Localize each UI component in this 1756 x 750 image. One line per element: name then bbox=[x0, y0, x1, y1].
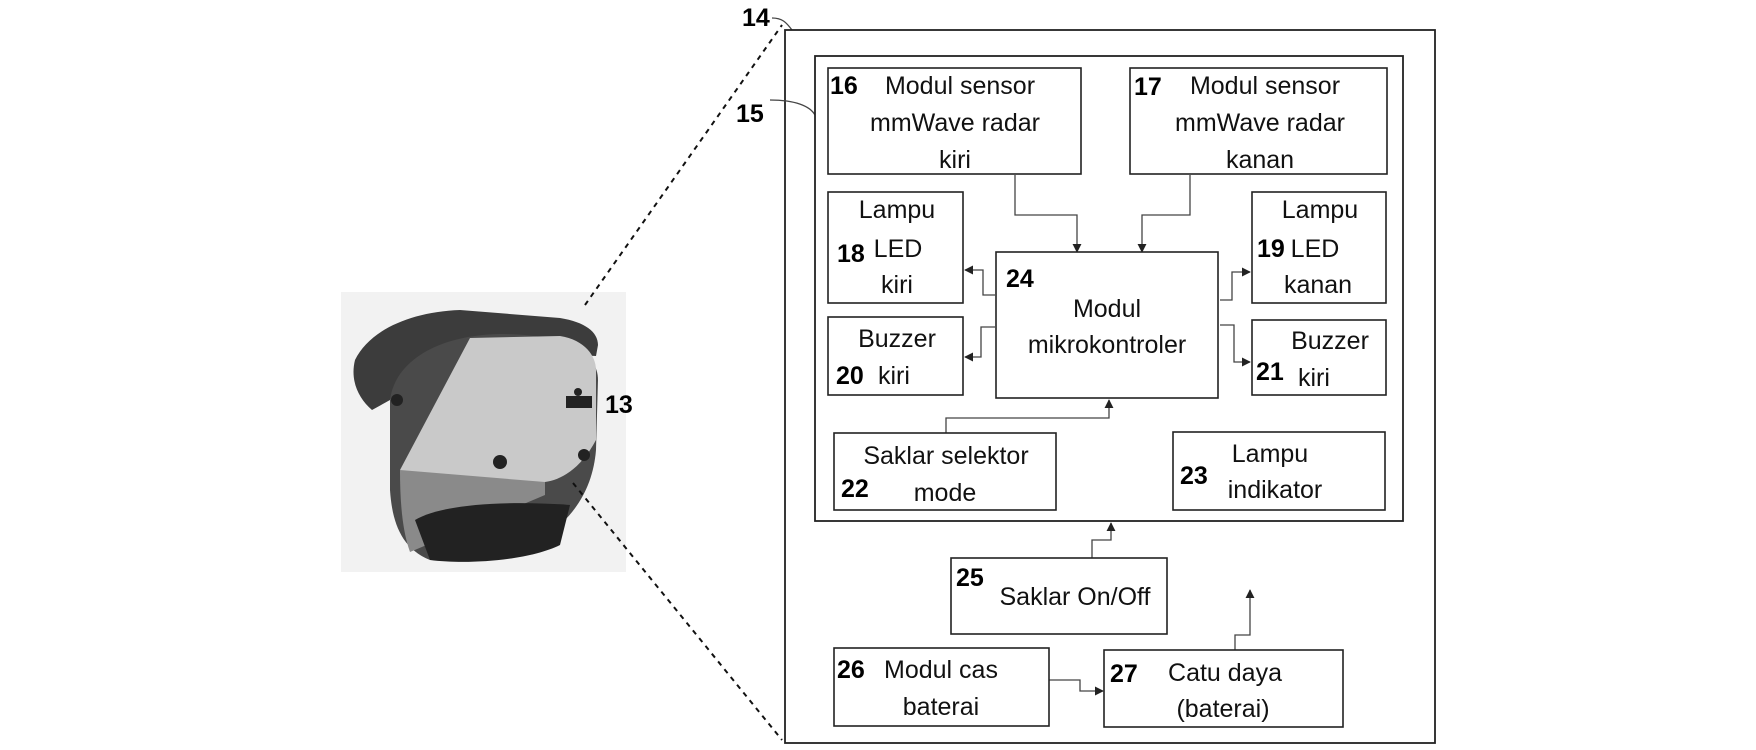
helmet-chin-vent bbox=[415, 503, 570, 562]
arrow-24-to-18 bbox=[964, 265, 995, 296]
helmet-side-sensor bbox=[493, 455, 507, 469]
arrow-22-to-24 bbox=[945, 399, 1114, 433]
block-18-line-2: LED bbox=[874, 235, 923, 263]
block-18-number: 18 bbox=[837, 240, 865, 268]
block-17-line-2: mmWave radar bbox=[1175, 109, 1345, 137]
block-16-line-2: mmWave radar bbox=[870, 109, 1040, 137]
block-16-line-3: kiri bbox=[939, 146, 971, 174]
block-19-line-2: LED bbox=[1291, 235, 1340, 263]
block-23-number: 23 bbox=[1180, 462, 1208, 490]
connectors bbox=[945, 175, 1255, 696]
block-16-line-1: Modul sensor bbox=[885, 72, 1035, 100]
block-22-line-1: Saklar selektor bbox=[863, 442, 1028, 470]
block-26-line-1: Modul cas bbox=[884, 656, 998, 684]
block-26-line-2: baterai bbox=[903, 693, 979, 721]
arrow-17-to-24 bbox=[1137, 175, 1191, 253]
block-19-line-3: kanan bbox=[1284, 271, 1352, 299]
block-27: 27 Catu daya (baterai) bbox=[1103, 649, 1344, 728]
block-23-line-2: indikator bbox=[1228, 476, 1323, 504]
helmet-illustration bbox=[341, 292, 626, 572]
label-15-control-unit: 15 bbox=[736, 100, 764, 128]
block-20: Buzzer 20 kiri bbox=[827, 316, 964, 396]
block-19-line-1: Lampu bbox=[1282, 196, 1358, 224]
block-19: Lampu 19 LED kanan bbox=[1251, 191, 1387, 304]
block-20-line-1: Buzzer bbox=[858, 325, 936, 353]
arrow-24-to-21 bbox=[1220, 324, 1251, 367]
block-16: 16 Modul sensor mmWave radar kiri bbox=[827, 67, 1082, 175]
block-23: Lampu 23 indikator bbox=[1172, 431, 1386, 511]
helmet-front-module bbox=[566, 396, 592, 408]
zoom-line-top bbox=[584, 24, 783, 306]
block-27-line-2: (baterai) bbox=[1176, 695, 1269, 723]
block-21: Buzzer 21 kiri bbox=[1251, 319, 1387, 396]
control-unit-frame bbox=[814, 55, 1404, 522]
block-16-number: 16 bbox=[830, 72, 858, 100]
block-18: Lampu 18 LED kiri bbox=[827, 191, 964, 304]
block-27-number: 27 bbox=[1110, 660, 1138, 688]
block-24-number: 24 bbox=[1006, 265, 1034, 293]
arrow-24-to-19 bbox=[1220, 267, 1251, 301]
block-17-line-1: Modul sensor bbox=[1190, 72, 1340, 100]
block-22-number: 22 bbox=[841, 475, 869, 503]
device-frame bbox=[784, 29, 1436, 744]
block-25: 25 Saklar On/Off bbox=[950, 557, 1168, 635]
arrow-25-to-control-unit bbox=[1091, 522, 1116, 558]
block-27-line-1: Catu daya bbox=[1168, 659, 1282, 687]
block-22: Saklar selektor 22 mode bbox=[833, 432, 1057, 511]
label-13-helmet: 13 bbox=[605, 391, 633, 419]
block-25-number: 25 bbox=[956, 564, 984, 592]
block-20-line-2: kiri bbox=[878, 362, 910, 390]
arrow-27-to-25 bbox=[1234, 589, 1255, 650]
block-22-line-2: mode bbox=[914, 479, 977, 507]
block-20-number: 20 bbox=[836, 362, 864, 390]
block-26-number: 26 bbox=[837, 656, 865, 684]
label-14-device: 14 bbox=[742, 4, 770, 32]
arrow-26-to-27 bbox=[1049, 679, 1104, 696]
block-18-line-1: Lampu bbox=[859, 196, 935, 224]
block-21-line-1: Buzzer bbox=[1291, 327, 1369, 355]
block-24: 24 Modul mikrokontroler bbox=[995, 251, 1219, 399]
block-25-line-1: Saklar On/Off bbox=[1000, 583, 1151, 611]
block-21-number: 21 bbox=[1256, 358, 1284, 386]
block-18-line-3: kiri bbox=[881, 271, 913, 299]
arrow-24-to-20 bbox=[964, 326, 995, 362]
block-21-line-2: kiri bbox=[1298, 364, 1330, 392]
block-26: 26 Modul cas baterai bbox=[833, 647, 1050, 727]
block-19-number: 19 bbox=[1257, 235, 1285, 263]
helmet-visor-spoiler bbox=[353, 310, 598, 410]
block-17: 17 Modul sensor mmWave radar kanan bbox=[1129, 67, 1388, 175]
block-24-line-1: Modul bbox=[1073, 295, 1141, 323]
arrow-16-to-24 bbox=[1014, 175, 1082, 253]
block-24-line-2: mikrokontroler bbox=[1028, 331, 1186, 359]
block-23-line-1: Lampu bbox=[1232, 440, 1308, 468]
block-17-number: 17 bbox=[1134, 73, 1162, 101]
block-17-line-3: kanan bbox=[1226, 146, 1294, 174]
